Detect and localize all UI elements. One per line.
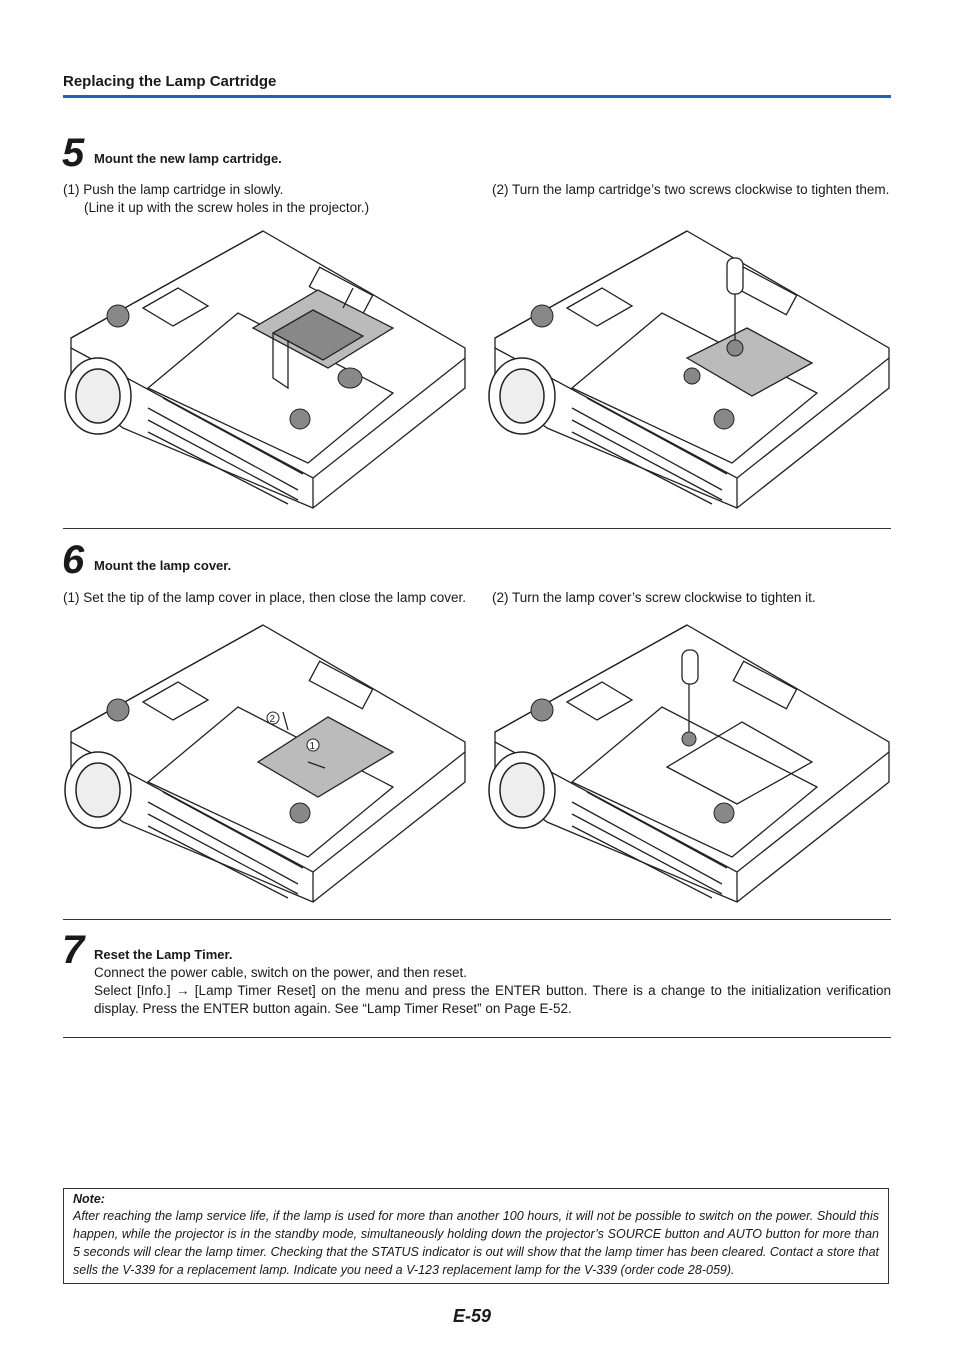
step-5-sub-1: (1) Push the lamp cartridge in slowly. (…: [63, 181, 484, 217]
divider-1: [63, 528, 891, 529]
divider-2: [63, 919, 891, 920]
figure-push-lamp-cartridge: [63, 228, 467, 510]
step-5-number: 5: [62, 131, 85, 175]
step-7-line-2: Select [Info.] → [Lamp Timer Reset] on t…: [94, 983, 891, 1016]
step-7-line-1: Connect the power cable, switch on the p…: [94, 965, 467, 980]
divider-3: [63, 1037, 891, 1038]
step-6-title: Mount the lamp cover.: [94, 558, 232, 573]
callout-2: 2: [270, 714, 276, 725]
note-title: Note:: [73, 1192, 105, 1206]
step-6-sub-1: (1) Set the tip of the lamp cover in pla…: [63, 590, 466, 605]
step-6-sub-2: (2) Turn the lamp cover’s screw clockwis…: [492, 590, 816, 605]
page-number: E-59: [453, 1306, 492, 1326]
figure-tighten-cover-screw: [487, 622, 891, 904]
step-6-number: 6: [62, 538, 85, 582]
figure-tighten-cartridge-screws: [487, 228, 891, 510]
step-7-title: Reset the Lamp Timer.: [94, 947, 233, 962]
step-5-sub-1-line2: (Line it up with the screw holes in the …: [84, 200, 370, 215]
callout-1: 1: [310, 741, 316, 752]
note-box: Note: After reaching the lamp service li…: [63, 1188, 889, 1284]
title-rule: [63, 95, 891, 98]
step-7-number: 7: [62, 928, 85, 972]
step-5-sub-1-line1: (1) Push the lamp cartridge in slowly.: [63, 182, 284, 197]
step-5-title: Mount the new lamp cartridge.: [94, 151, 282, 166]
figure-close-lamp-cover: 2 1: [63, 622, 467, 904]
step-5-sub-2: (2) Turn the lamp cartridge’s two screws…: [492, 182, 890, 197]
section-title: Replacing the Lamp Cartridge: [63, 73, 277, 90]
note-text: After reaching the lamp service life, if…: [73, 1209, 879, 1277]
